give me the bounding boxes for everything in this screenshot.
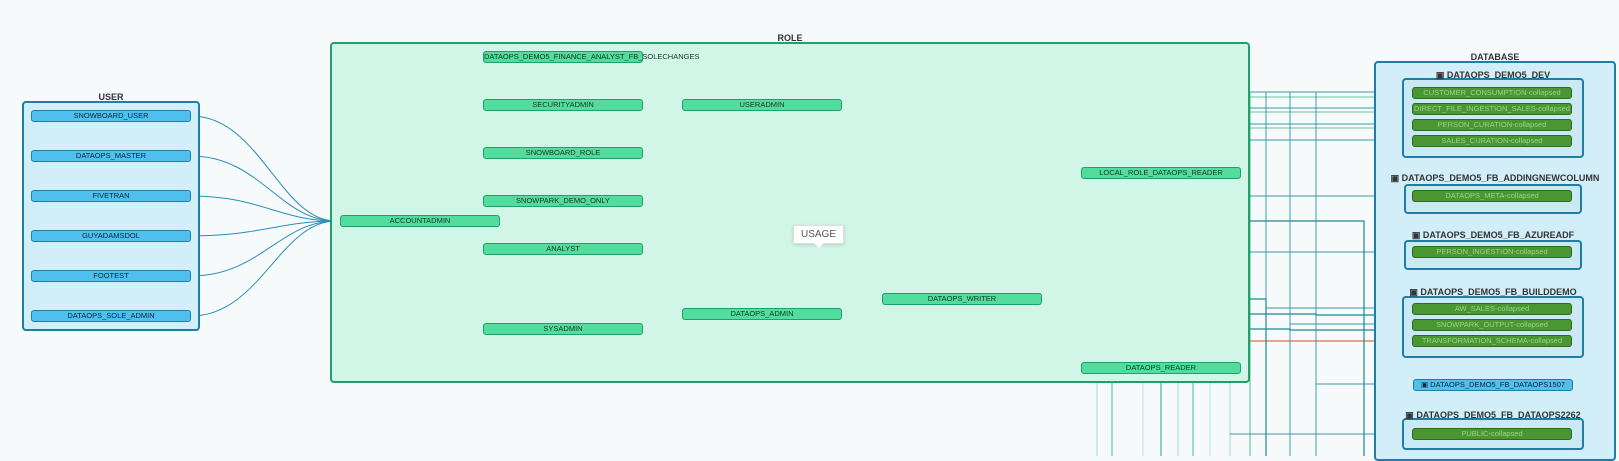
db-d2262-title: ▣ DATAOPS_DEMO5_FB_DATAOPS2262 <box>1405 410 1581 420</box>
user-edge <box>190 220 337 277</box>
schema-node[interactable]: PERSON_CURATION-collapsed <box>1412 119 1572 131</box>
role-finance-analyst[interactable]: DATAOPS_DEMO5_FINANCE_ANALYST_FB_SOLECHA… <box>483 51 700 63</box>
user-node[interactable]: GUYADAMSDOL <box>31 230 191 242</box>
user-node[interactable]: FOOTEST <box>31 270 191 282</box>
role-dataops-writer[interactable]: DATAOPS_WRITER <box>882 293 1042 305</box>
role-group <box>330 42 1250 383</box>
schema-node[interactable]: SALES_CURATION-collapsed <box>1412 135 1572 147</box>
edge-tooltip: USAGE <box>793 225 845 248</box>
db-addcol-title: ▣ DATAOPS_DEMO5_FB_ADDINGNEWCOLUMN <box>1390 173 1600 183</box>
database-icon: ▣ <box>1405 410 1417 420</box>
db-build-title: ▣ DATAOPS_DEMO5_FB_BUILDDEMO <box>1409 287 1577 297</box>
schema-node[interactable]: AW_SALES-collapsed <box>1412 303 1572 315</box>
database-icon: ▣ <box>1390 173 1402 183</box>
role-accountadmin[interactable]: ACCOUNTADMIN <box>340 215 500 227</box>
user-node[interactable]: DATAOPS_MASTER <box>31 150 191 162</box>
schema-node[interactable]: DATAOPS_META-collapsed <box>1412 190 1572 202</box>
schema-node[interactable]: CUSTOMER_CONSUMPTION-collapsed <box>1412 87 1572 99</box>
role-analyst[interactable]: ANALYST <box>483 243 643 255</box>
user-edge <box>190 220 337 317</box>
schema-node[interactable]: PUBLIC-collapsed <box>1412 428 1572 440</box>
user-edge <box>190 220 337 237</box>
role-sysadmin[interactable]: SYSADMIN <box>483 323 643 335</box>
user-group-title: USER <box>98 92 124 102</box>
db-dev-title: ▣ DATAOPS_DEMO5_DEV <box>1435 70 1551 80</box>
role-snowpark-demo-only[interactable]: SNOWPARK_DEMO_ONLY <box>483 195 643 207</box>
schema-node[interactable]: DIRECT_FILE_INGESTION_SALES-collapsed <box>1412 103 1572 115</box>
role-securityadmin[interactable]: SECURITYADMIN <box>483 99 643 111</box>
role-dataops-reader[interactable]: DATAOPS_READER <box>1081 362 1241 374</box>
user-node[interactable]: DATAOPS_SOLE_ADMIN <box>31 310 191 322</box>
user-edge <box>190 195 337 222</box>
role-local-dataops-reader[interactable]: LOCAL_ROLE_DATAOPS_READER <box>1081 167 1241 179</box>
schema-node[interactable]: PERSON_INGESTION-collapsed <box>1412 246 1572 258</box>
role-group-title: ROLE <box>777 33 803 43</box>
database-icon: ▣ <box>1409 287 1421 297</box>
database-icon: ▣ <box>1435 70 1447 80</box>
role-snowboard-role[interactable]: SNOWBOARD_ROLE <box>483 147 643 159</box>
user-edge <box>190 155 337 222</box>
user-edge <box>190 115 337 222</box>
role-dataops-admin[interactable]: DATAOPS_ADMIN <box>682 308 842 320</box>
database-icon: ▣ <box>1411 230 1423 240</box>
user-node[interactable]: FIVETRAN <box>31 190 191 202</box>
database-group-title: DATABASE <box>1470 52 1520 62</box>
role-useradmin[interactable]: USERADMIN <box>682 99 842 111</box>
db-azure-title: ▣ DATAOPS_DEMO5_FB_AZUREADF <box>1411 230 1575 240</box>
database-icon: ▣ <box>1420 380 1431 389</box>
user-node[interactable]: SNOWBOARD_USER <box>31 110 191 122</box>
schema-node[interactable]: SNOWPARK_OUTPUT-collapsed <box>1412 319 1572 331</box>
user-group <box>22 101 200 331</box>
schema-node[interactable]: TRANSFORMATION_SCHEMA-collapsed <box>1412 335 1572 347</box>
db-dataops1507[interactable]: ▣ DATAOPS_DEMO5_FB_DATAOPS1507 <box>1413 379 1573 391</box>
